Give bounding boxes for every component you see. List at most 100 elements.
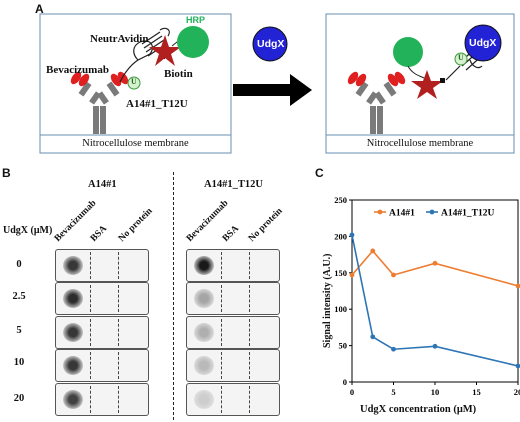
data-point <box>391 272 396 278</box>
udgx-center-icon <box>252 26 288 62</box>
blot-spot <box>63 323 83 342</box>
data-point <box>349 272 355 278</box>
data-point <box>515 283 520 289</box>
bevacizumab-label: Bevacizumab <box>46 64 109 76</box>
lane-divider <box>90 386 91 413</box>
blot-strip-a14-t12u-2 <box>186 316 280 349</box>
blot-spot <box>63 289 83 308</box>
lane-divider <box>221 319 222 346</box>
row-header: UdgX (μM) <box>3 225 53 236</box>
lane-divider <box>249 352 250 379</box>
hrp-left-icon <box>177 26 209 58</box>
neutravidin-label: NeutrAvidin <box>90 33 149 45</box>
col-header-noprotein-1: No protein <box>116 206 155 244</box>
blot-strip-a14-3 <box>55 349 149 382</box>
lane-divider <box>221 252 222 279</box>
row-label-4: 20 <box>13 393 25 404</box>
legend-label: A14#1_T12U <box>441 209 494 219</box>
lane-divider <box>90 352 91 379</box>
membrane-left-label: Nitrocellulose membrane <box>82 138 189 149</box>
legend-label: A14#1 <box>389 209 415 219</box>
lane-divider <box>118 386 119 413</box>
lane-divider <box>249 285 250 312</box>
x-tick-label: 0 <box>350 387 354 397</box>
neutravidin-right-icon <box>411 70 443 99</box>
panel-c-label: C <box>315 166 324 180</box>
lane-divider <box>249 386 250 413</box>
group-divider <box>173 172 174 420</box>
row-label-0: 0 <box>16 259 22 270</box>
lane-divider <box>90 319 91 346</box>
lane-divider <box>118 285 119 312</box>
col-header-noprotein-2: No protein <box>246 206 285 244</box>
group-label-a14: A14#1 <box>88 179 117 190</box>
blot-strip-a14-2 <box>55 316 149 349</box>
udgx-center-label: UdgX <box>257 38 285 50</box>
left-frame <box>39 13 232 154</box>
blot-spot <box>63 356 83 375</box>
blot-strip-a14-t12u-3 <box>186 349 280 382</box>
blot-strip-a14-t12u-1 <box>186 282 280 315</box>
series-line-0 <box>351 249 519 287</box>
col-header-bsa-1: BSA <box>88 223 110 244</box>
uracil-left-label: U <box>131 77 137 86</box>
udgx-right-icon <box>464 24 502 62</box>
blot-strip-a14-t12u-0 <box>186 249 280 282</box>
panel-a-schematic <box>39 13 515 154</box>
y-tick-label: 150 <box>334 268 347 278</box>
blot-strip-a14-0 <box>55 249 149 282</box>
x-tick-label: 20 <box>514 387 520 397</box>
blot-strip-a14-t12u-4 <box>186 383 280 416</box>
panel-b-label: B <box>2 166 11 180</box>
aptamer-label: A14#1_T12U <box>126 98 188 110</box>
right-frame <box>325 13 515 154</box>
blot-spot <box>194 289 214 308</box>
blot-strip-a14-4 <box>55 383 149 416</box>
data-point <box>391 346 396 352</box>
lane-divider <box>90 252 91 279</box>
membrane-right-label: Nitrocellulose membrane <box>366 138 474 149</box>
lane-divider <box>221 285 222 312</box>
data-point <box>370 334 376 340</box>
lane-divider <box>118 252 119 279</box>
lane-divider <box>118 352 119 379</box>
lane-divider <box>221 352 222 379</box>
blot-spot <box>194 256 214 275</box>
data-point <box>515 363 520 369</box>
biotin-label: Biotin <box>164 68 193 80</box>
data-point <box>370 248 376 254</box>
data-point <box>349 232 355 238</box>
panel-a-label: A <box>35 2 44 16</box>
lane-divider <box>249 319 250 346</box>
udgx-right-label: UdgX <box>469 37 497 49</box>
col-header-bsa-2: BSA <box>220 223 242 244</box>
y-tick-label: 250 <box>334 195 347 205</box>
data-point <box>432 260 438 266</box>
row-label-3: 10 <box>13 357 25 368</box>
uracil-right-icon <box>454 52 468 66</box>
legend-swatch-marker <box>377 209 383 215</box>
lane-divider <box>90 285 91 312</box>
y-tick-label: 200 <box>334 231 347 241</box>
lane-divider <box>221 386 222 413</box>
neutravidin-left-icon <box>149 35 181 66</box>
antibody-left-icon <box>70 71 129 134</box>
blot-strip-a14-1 <box>55 282 149 315</box>
row-label-2: 5 <box>16 325 22 336</box>
x-tick-label: 5 <box>391 387 395 397</box>
x-tick-label: 15 <box>472 387 481 397</box>
hrp-label: HRP <box>186 15 206 25</box>
blot-spot <box>194 323 214 342</box>
row-label-1: 2.5 <box>12 291 26 302</box>
blot-spot <box>194 390 214 409</box>
arrow-right-icon <box>233 74 312 106</box>
uracil-right-label: U <box>458 53 464 62</box>
y-tick-label: 100 <box>334 304 347 314</box>
data-point <box>432 343 438 349</box>
blot-spot <box>63 390 83 409</box>
uracil-left-icon <box>127 76 141 90</box>
plot-frame <box>351 199 519 383</box>
hrp-right-icon <box>393 37 423 67</box>
legend-swatch-marker <box>429 209 435 215</box>
